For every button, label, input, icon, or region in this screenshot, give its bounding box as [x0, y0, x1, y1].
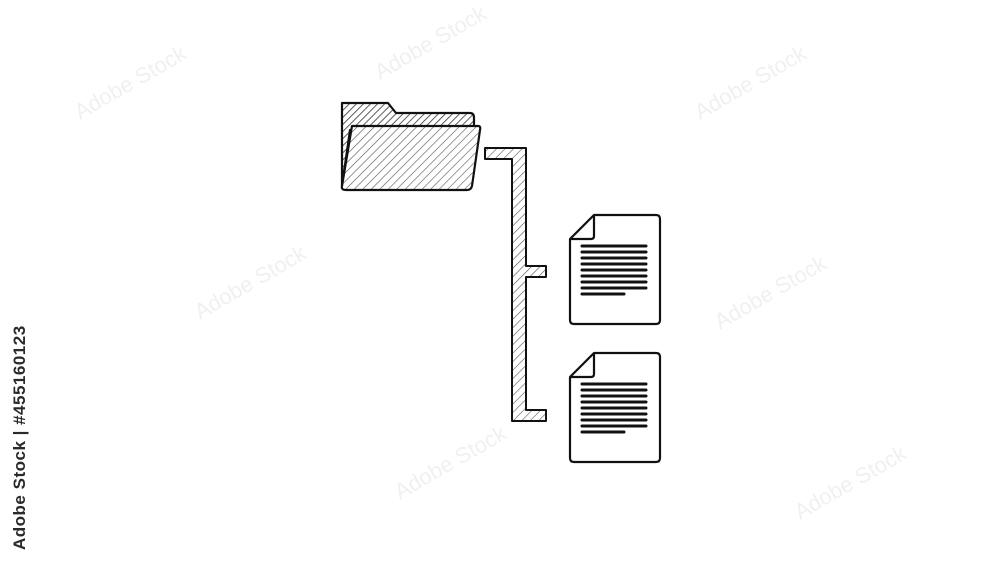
svg-text:Adobe Stock: Adobe Stock — [710, 250, 831, 335]
document-icon — [568, 351, 662, 464]
svg-text:Adobe Stock: Adobe Stock — [790, 440, 911, 525]
folder-icon — [340, 101, 482, 192]
document-icon — [568, 213, 662, 326]
svg-text:Adobe Stock: Adobe Stock — [70, 40, 191, 125]
stock-id-watermark: Adobe Stock | #455160123 — [10, 325, 29, 550]
svg-text:Adobe Stock: Adobe Stock — [190, 240, 311, 325]
svg-text:Adobe Stock: Adobe Stock — [390, 420, 511, 505]
svg-text:Adobe Stock: Adobe Stock — [370, 0, 491, 84]
svg-text:Adobe Stock: Adobe Stock — [690, 40, 811, 125]
watermark-pattern: Adobe Stock Adobe Stock Adobe Stock Adob… — [70, 0, 911, 524]
tree-connector — [484, 147, 547, 422]
